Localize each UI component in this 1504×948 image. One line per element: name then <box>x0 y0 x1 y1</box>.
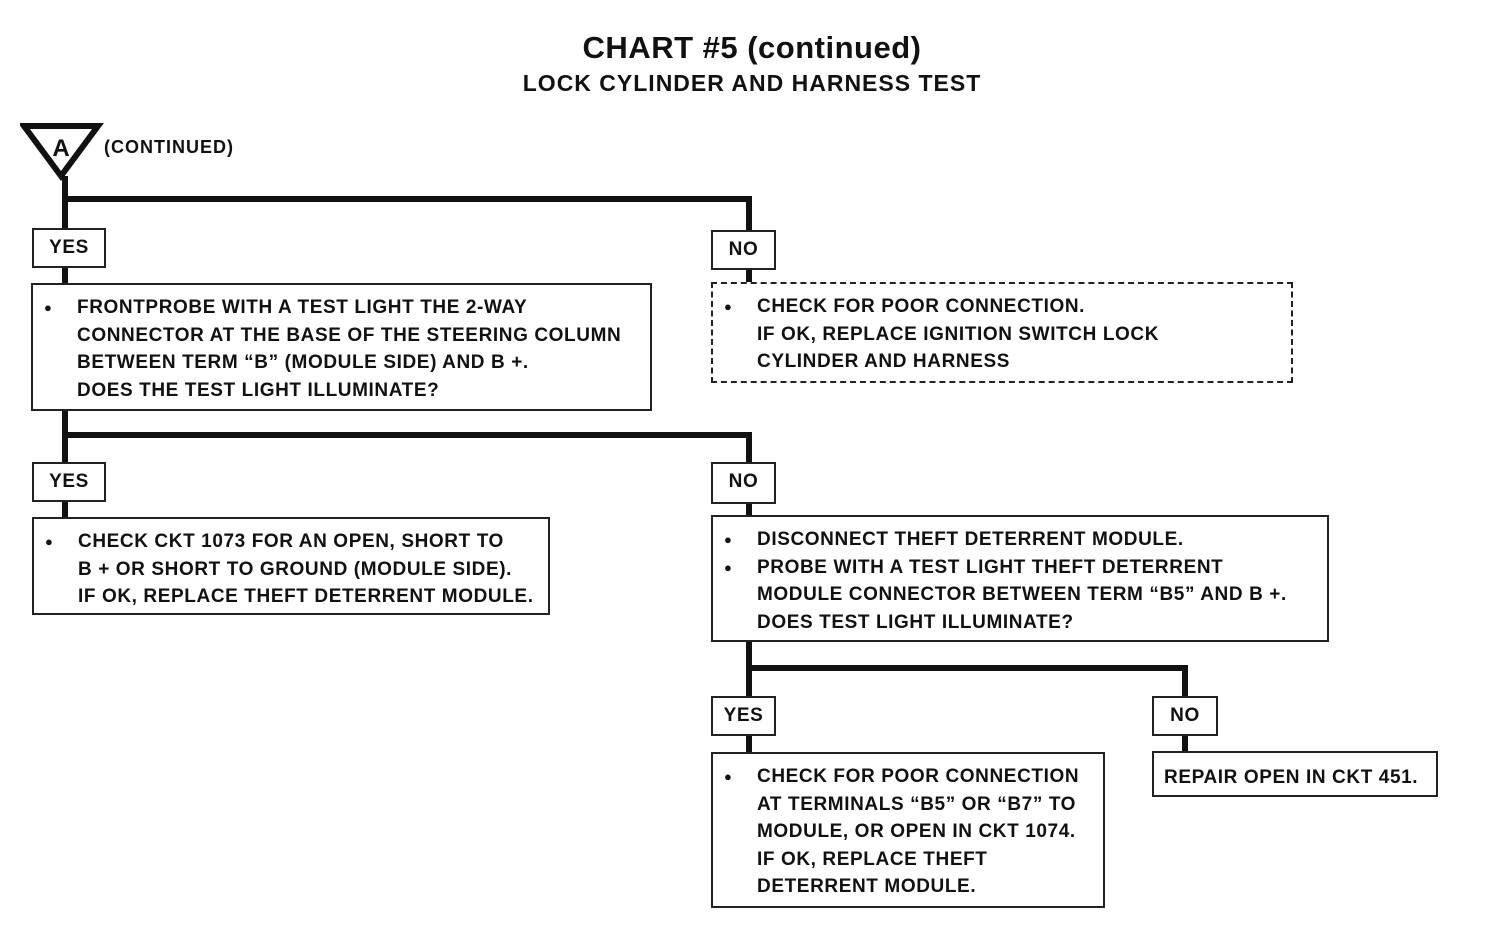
step-frontprobe: FRONTPROBE WITH A TEST LIGHT THE 2-WAY C… <box>31 283 652 411</box>
step-line: CHECK CKT 1073 FOR AN OPEN, SHORT TO <box>78 531 504 552</box>
connector-line <box>746 734 752 754</box>
chart-title: CHART #5 (continued) <box>582 30 922 65</box>
connector-line <box>746 268 752 282</box>
connector-line <box>62 432 752 438</box>
step-line: DOES TEST LIGHT ILLUMINATE? <box>757 611 1074 633</box>
step-line: IF OK, REPLACE IGNITION SWITCH LOCK <box>757 323 1160 345</box>
no-label: NO <box>1152 696 1218 736</box>
connector-line <box>1182 665 1188 697</box>
bullet-item: FRONTPROBE WITH A TEST LIGHT THE 2-WAY C… <box>44 294 640 404</box>
step-line: CHECK FOR POOR CONNECTION. <box>757 296 1086 317</box>
step-line: B + OR SHORT TO GROUND (MODULE SIDE). <box>78 558 513 580</box>
marker-letter: A <box>52 135 69 162</box>
chart-subtitle: LOCK CYLINDER AND HARNESS TEST <box>522 70 982 96</box>
connector-line <box>746 432 752 462</box>
connector-line <box>746 503 752 517</box>
continued-label: (CONTINUED) <box>104 137 234 157</box>
bullet-item: CHECK CKT 1073 FOR AN OPEN, SHORT TO B +… <box>45 528 538 611</box>
connector-line <box>746 196 752 232</box>
step-disconnect-module: DISCONNECT THEFT DETERRENT MODULE. PROBE… <box>711 515 1329 642</box>
bullet-item: PROBE WITH A TEST LIGHT THEFT DETERRENT … <box>724 554 1317 637</box>
step-line: IF OK, REPLACE THEFT DETERRENT MODULE. <box>78 586 534 607</box>
bullet-item: CHECK FOR POOR CONNECTION AT TERMINALS “… <box>724 763 1093 901</box>
no-label: NO <box>711 230 776 270</box>
step-line: DISCONNECT THEFT DETERRENT MODULE. <box>757 529 1184 550</box>
yes-label: YES <box>711 696 776 736</box>
bullet-item: DISCONNECT THEFT DETERRENT MODULE. <box>724 526 1317 554</box>
step-line: CONNECTOR AT THE BASE OF THE STEERING CO… <box>77 324 622 346</box>
yes-label: YES <box>32 228 106 268</box>
step-line: CHECK FOR POOR CONNECTION <box>757 766 1080 787</box>
yes-label: YES <box>32 462 106 502</box>
step-line: CYLINDER AND HARNESS <box>757 351 1011 372</box>
step-line: MODULE CONNECTOR BETWEEN TERM “B5” AND B… <box>757 584 1287 605</box>
step-line: MODULE, OR OPEN IN CKT 1074. <box>757 821 1076 842</box>
connector-line <box>62 196 752 202</box>
step-check-ckt-1073: CHECK CKT 1073 FOR AN OPEN, SHORT TO B +… <box>32 517 550 615</box>
connector-line <box>62 176 68 228</box>
step-repair-open-ckt-451: REPAIR OPEN IN CKT 451. <box>1152 751 1438 797</box>
step-line: DETERRENT MODULE. <box>757 876 977 897</box>
step-line: IF OK, REPLACE THEFT <box>757 848 988 870</box>
step-line: PROBE WITH A TEST LIGHT THEFT DETERRENT <box>757 556 1224 578</box>
connector-line <box>62 266 68 286</box>
no-label: NO <box>711 462 776 504</box>
step-line: FRONTPROBE WITH A TEST LIGHT THE 2-WAY <box>77 297 528 318</box>
step-check-poor-connection-lock: CHECK FOR POOR CONNECTION. IF OK, REPLAC… <box>711 282 1293 383</box>
step-line: REPAIR OPEN IN CKT 451. <box>1164 767 1419 788</box>
bullet-item: CHECK FOR POOR CONNECTION. IF OK, REPLAC… <box>724 293 1281 376</box>
connector-line <box>62 501 68 517</box>
step-line: AT TERMINALS “B5” OR “B7” TO <box>757 793 1077 815</box>
step-line: BETWEEN TERM “B” (MODULE SIDE) AND B +. <box>77 352 529 373</box>
continuation-marker-icon: A <box>20 123 104 182</box>
step-check-poor-connection-terminals: CHECK FOR POOR CONNECTION AT TERMINALS “… <box>711 752 1105 908</box>
connector-line <box>1182 734 1188 752</box>
step-line: DOES THE TEST LIGHT ILLUMINATE? <box>77 379 440 401</box>
connector-line <box>746 665 1188 671</box>
